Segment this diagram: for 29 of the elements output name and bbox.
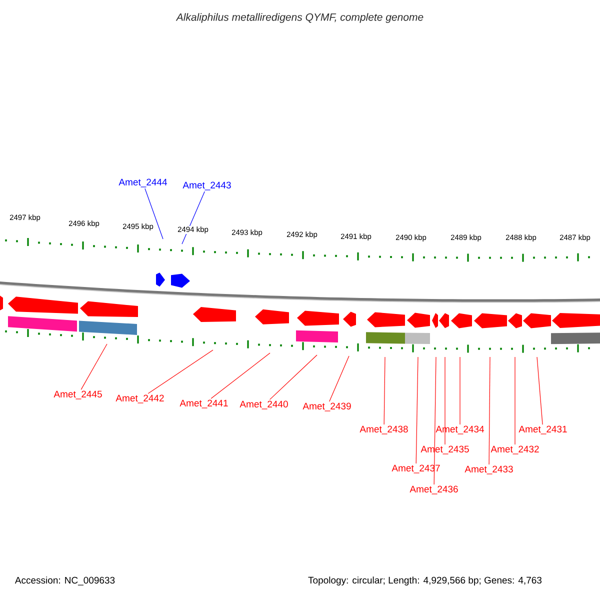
gene-label: Amet_2445	[52, 390, 104, 400]
gene-label: Amet_2442	[114, 394, 166, 404]
leader-line	[182, 191, 205, 244]
gene-label: Amet_2438	[358, 424, 410, 436]
gene-label: Amet_2441	[178, 398, 230, 410]
leader-line	[434, 356, 436, 485]
leader-line	[148, 350, 214, 394]
leader-line	[80, 344, 108, 390]
gene-label: Amet_2444	[118, 178, 168, 188]
leader-line	[270, 354, 318, 400]
leader-line	[444, 356, 446, 445]
leader-line	[329, 356, 350, 402]
gene-label: Amet_2433	[464, 464, 514, 476]
gene-label: Amet_2440	[238, 400, 290, 410]
footer-text: Topology: circular; Length: 4,929,566 bp; Genes: 4,763	[308, 576, 542, 586]
leader-line	[416, 356, 418, 464]
leader-line	[384, 356, 386, 425]
gene-label: Amet_2439	[302, 402, 352, 412]
gene-label: Amet_2432	[490, 444, 540, 456]
leader-line	[536, 356, 543, 425]
leader-line	[210, 352, 270, 399]
gene-label: Amet_2436	[408, 484, 460, 496]
leader-line	[514, 356, 516, 445]
leader-line	[144, 188, 164, 240]
gene-label: Amet_2431	[518, 424, 568, 436]
leader-line	[488, 356, 490, 465]
footer-text: Accession: NC_009633	[14, 576, 115, 586]
title: Alkaliphilus metalliredigens QYMF, complete genome	[176, 13, 424, 23]
gene-label: Amet_2443	[182, 180, 232, 192]
